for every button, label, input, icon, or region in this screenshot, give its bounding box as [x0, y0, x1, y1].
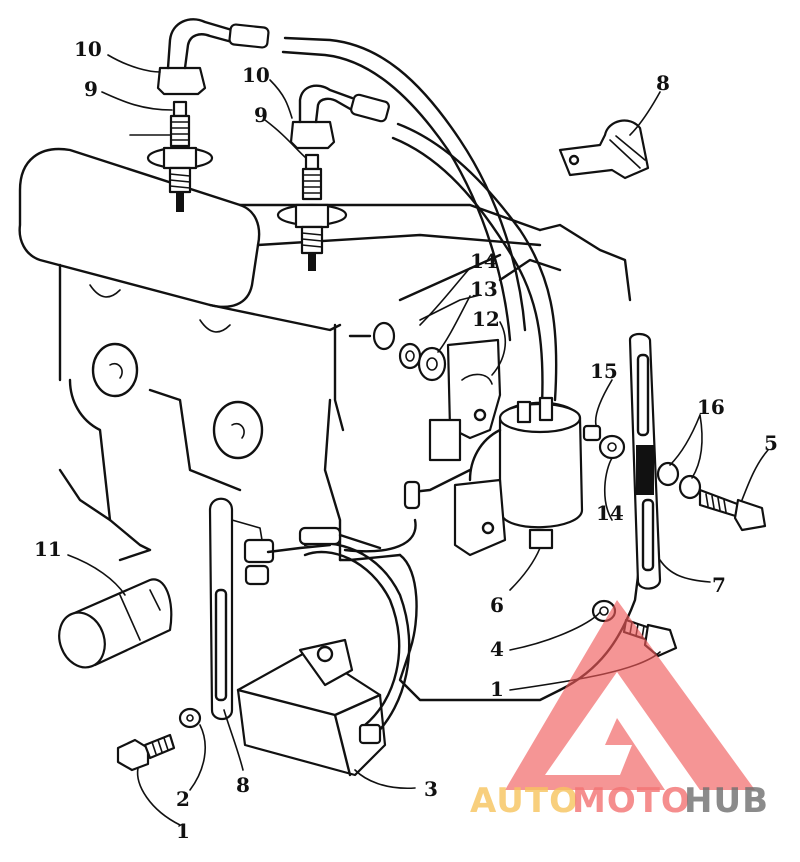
bolt-1-left: [116, 707, 202, 772]
cdi-module: [236, 541, 411, 777]
bracket-hardware: [348, 321, 502, 440]
mounting-bracket: [628, 332, 662, 590]
callout-16: 16: [697, 395, 725, 419]
watermark-brand-hub: HUB: [684, 781, 769, 821]
callout-9-lower: 9: [254, 103, 268, 127]
callout-8-bracket: 8: [236, 773, 250, 797]
callout-11: 11: [34, 537, 62, 561]
wire-clamp: [558, 119, 650, 180]
callout-2: 2: [176, 787, 190, 811]
callout-9-upper: 9: [84, 77, 98, 101]
callout-6: 6: [490, 593, 504, 617]
spark-plug-upper: [146, 100, 214, 212]
callout-10-upper: 10: [74, 37, 102, 61]
callout-8-clamp: 8: [656, 71, 670, 95]
callout-13: 13: [470, 277, 498, 301]
wire-sleeve: [58, 578, 173, 669]
callout-10-lower: 10: [242, 63, 270, 87]
callout-3: 3: [424, 777, 438, 801]
callout-7: 7: [712, 573, 726, 597]
spark-plug-cap-lower: [289, 84, 558, 407]
watermark-logo: AUTO MOTO HUB: [470, 600, 769, 821]
spark-plug-lower: [276, 153, 348, 271]
long-bracket: [208, 497, 382, 721]
callout-5: 5: [764, 431, 778, 455]
watermark-triangle-icon: [505, 600, 755, 790]
callout-15: 15: [590, 359, 618, 383]
callout-1-left: 1: [176, 819, 190, 843]
ignition-coil: [343, 396, 626, 557]
callout-14-upper: 14: [470, 249, 498, 273]
callout-12: 12: [472, 307, 500, 331]
callout-labels: 10 9 10 9 8 14 13 12 15 16 5 14 7 6 4 1 …: [34, 37, 778, 843]
watermark-brand-auto: AUTO: [470, 781, 579, 821]
spark-plug-cap-upper: [156, 18, 527, 342]
callout-14-lower: 14: [596, 501, 624, 525]
callout-1-right: 1: [490, 677, 504, 701]
bolt-5: [656, 461, 767, 532]
callout-4: 4: [490, 637, 504, 661]
watermark-brand-moto: MOTO: [572, 781, 691, 821]
